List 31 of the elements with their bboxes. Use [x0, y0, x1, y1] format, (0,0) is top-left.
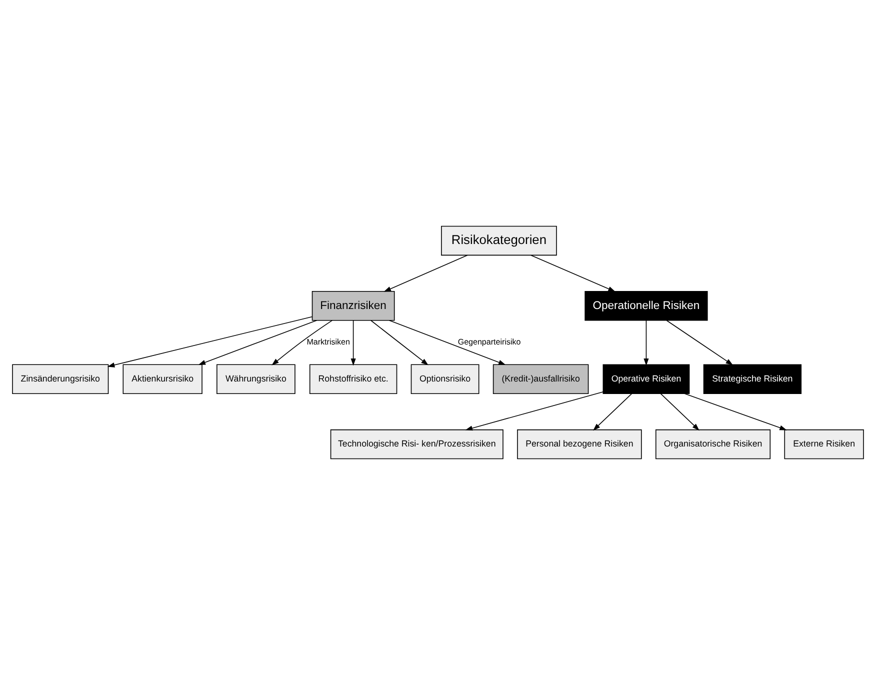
node-box: Währungsrisiko — [216, 364, 296, 394]
node-box: Rohstoffrisiko etc. — [309, 364, 398, 394]
node-box: Externe Risiken — [784, 428, 864, 459]
node-box: Aktienkursrisiko — [122, 364, 202, 394]
arrow — [465, 390, 604, 430]
node-box: (Kredit-)ausfallrisiko — [492, 364, 589, 394]
arrow — [644, 320, 649, 366]
node-box: Organisatorische Risiken — [655, 428, 771, 459]
arrow — [593, 392, 632, 430]
arrow — [666, 320, 734, 365]
node-box: Operationelle Risiken — [584, 290, 708, 320]
node-box: Finanzrisiken — [312, 290, 395, 320]
edge-label: Marktrisiken — [306, 337, 350, 346]
edge-label: Gegenparteirisiko — [458, 337, 521, 346]
arrow — [198, 320, 318, 364]
arrow — [388, 320, 506, 364]
arrow — [684, 392, 787, 430]
node-box: Operative Risiken — [602, 364, 690, 394]
node-box: Zinsänderungsrisiko — [12, 364, 109, 394]
node-box: Strategische Risiken — [703, 364, 802, 394]
node-box: Personal bezogene Risiken — [517, 428, 642, 459]
arrow — [107, 316, 313, 367]
arrow — [350, 320, 356, 366]
arrow — [384, 254, 468, 292]
arrow — [272, 320, 333, 365]
arrow — [660, 392, 700, 430]
node-box: Optionsrisiko — [410, 364, 480, 394]
node-box: Technologische Risi- ken/Prozessrisiken — [330, 428, 504, 459]
arrow — [530, 254, 616, 292]
node-box: Risikokategorien — [441, 225, 557, 256]
arrow — [370, 320, 428, 365]
